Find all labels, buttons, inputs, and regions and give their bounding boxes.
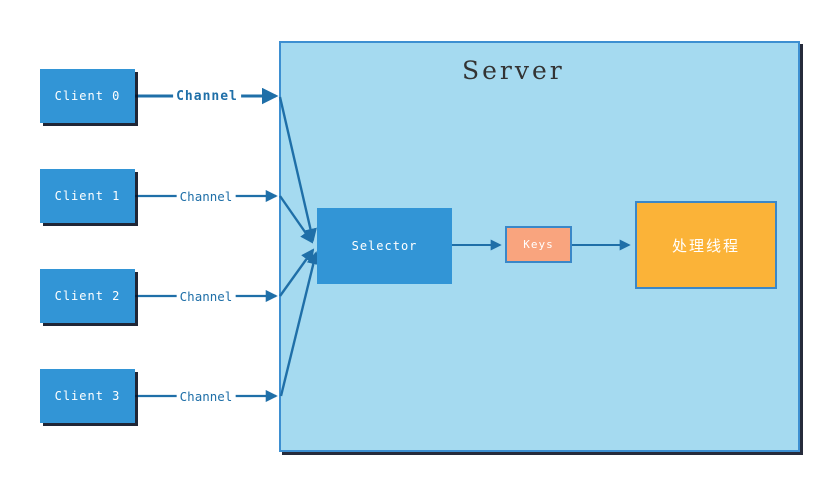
client-label-1: Client 1 xyxy=(54,189,121,203)
processing-thread-box: 处理线程 xyxy=(635,201,777,289)
channel-label-1: Channel xyxy=(176,189,236,205)
channel-label-3: Channel xyxy=(176,389,236,405)
processing-thread-label: 处理线程 xyxy=(671,236,740,255)
keys-box: Keys xyxy=(505,226,572,263)
client-box-1: Client 1 xyxy=(40,169,135,223)
selector-label: Selector xyxy=(351,239,418,253)
client-box-3: Client 3 xyxy=(40,369,135,423)
keys-label: Keys xyxy=(523,238,554,251)
client-label-3: Client 3 xyxy=(54,389,121,403)
channel-label-2: Channel xyxy=(176,289,236,305)
server-title: Server xyxy=(462,56,565,85)
client-box-2: Client 2 xyxy=(40,269,135,323)
client-label-0: Client 0 xyxy=(54,89,121,103)
selector-box: Selector xyxy=(317,208,452,284)
channel-label-0: Channel xyxy=(173,88,241,106)
client-box-0: Client 0 xyxy=(40,69,135,123)
client-label-2: Client 2 xyxy=(54,289,121,303)
